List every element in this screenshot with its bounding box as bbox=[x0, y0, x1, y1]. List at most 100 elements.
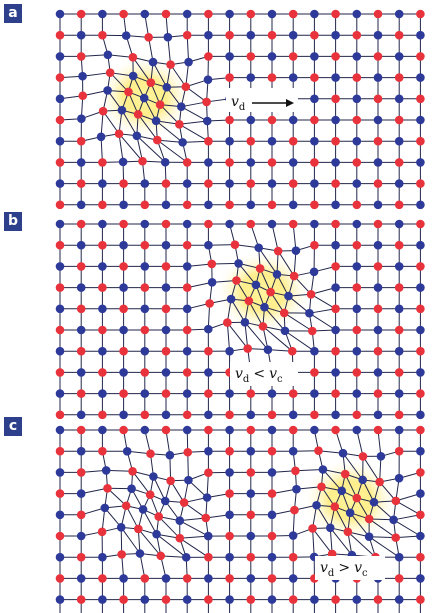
atom-red bbox=[331, 94, 340, 104]
atom-red bbox=[246, 136, 256, 146]
bond bbox=[156, 533, 187, 558]
atom-blue bbox=[225, 468, 234, 477]
atom-blue bbox=[55, 595, 65, 604]
atom-red bbox=[204, 389, 213, 398]
atom-blue bbox=[225, 510, 234, 520]
atom-blue bbox=[161, 368, 171, 377]
atom-red bbox=[246, 389, 256, 398]
atom-blue bbox=[119, 240, 128, 250]
velocity-label-b: vd<vc bbox=[235, 366, 283, 385]
atom-blue bbox=[184, 57, 193, 67]
atom-blue bbox=[267, 52, 277, 61]
bond bbox=[152, 61, 168, 88]
atom-blue bbox=[394, 595, 404, 604]
atom-blue bbox=[267, 219, 277, 229]
atom-blue bbox=[254, 243, 264, 253]
bond bbox=[312, 528, 333, 555]
atom-red bbox=[76, 52, 86, 61]
atom-blue bbox=[251, 280, 261, 290]
atom-blue bbox=[103, 50, 113, 60]
atom-blue bbox=[288, 574, 298, 583]
atom-blue bbox=[337, 486, 347, 496]
atom-blue bbox=[394, 94, 404, 104]
atom-red bbox=[55, 240, 65, 250]
bond bbox=[316, 504, 331, 529]
atom-blue bbox=[76, 531, 86, 541]
atom-red bbox=[98, 30, 107, 40]
atom-red bbox=[181, 82, 191, 92]
atom-blue bbox=[394, 262, 404, 271]
atom-blue bbox=[310, 52, 319, 61]
atom-red bbox=[331, 52, 340, 61]
atom-red bbox=[267, 200, 277, 210]
atom-blue bbox=[263, 345, 273, 354]
atom-blue bbox=[284, 291, 293, 301]
bond bbox=[277, 250, 295, 277]
atom-red bbox=[288, 595, 298, 604]
atom-blue bbox=[55, 219, 65, 229]
atom-blue bbox=[98, 425, 107, 435]
atom-red bbox=[146, 449, 155, 459]
atom-red bbox=[138, 156, 147, 166]
atom-red bbox=[161, 304, 171, 314]
atom-red bbox=[225, 200, 234, 210]
atom-red bbox=[204, 346, 213, 356]
atom-red bbox=[204, 179, 213, 188]
atom-blue bbox=[116, 523, 126, 532]
atom-blue bbox=[373, 30, 383, 40]
atom-blue bbox=[119, 410, 128, 420]
atom-red bbox=[267, 446, 277, 456]
atom-red bbox=[161, 9, 171, 19]
atom-blue bbox=[55, 304, 65, 314]
bond bbox=[329, 527, 353, 556]
atom-blue bbox=[202, 116, 212, 126]
atom-blue bbox=[267, 9, 277, 19]
atom-blue bbox=[394, 136, 404, 146]
atom-blue bbox=[140, 346, 150, 356]
atom-red bbox=[119, 425, 128, 435]
atom-red bbox=[416, 219, 425, 229]
atom-blue bbox=[352, 9, 362, 19]
atom-red bbox=[279, 308, 289, 318]
atom-blue bbox=[310, 179, 319, 188]
atom-red bbox=[244, 296, 254, 306]
atom-blue bbox=[310, 346, 319, 356]
atom-blue bbox=[291, 246, 301, 255]
atom-blue bbox=[55, 94, 65, 104]
atom-blue bbox=[76, 200, 86, 210]
atom-blue bbox=[76, 158, 86, 167]
atom-red bbox=[55, 531, 65, 541]
atom-blue bbox=[101, 466, 111, 475]
atom-blue bbox=[338, 448, 348, 458]
atom-red bbox=[119, 9, 128, 19]
atom-blue bbox=[345, 508, 355, 518]
atom-red bbox=[394, 325, 404, 335]
atom-red bbox=[152, 135, 162, 145]
atom-blue bbox=[394, 346, 404, 356]
atom-blue bbox=[140, 425, 150, 435]
bond bbox=[347, 531, 376, 558]
atom-blue bbox=[128, 71, 138, 81]
panel-label-b: b bbox=[4, 212, 22, 231]
atom-blue bbox=[225, 219, 234, 229]
atom-red bbox=[373, 219, 383, 229]
atom-blue bbox=[225, 9, 234, 19]
atom-red bbox=[140, 283, 150, 292]
atom-red bbox=[76, 425, 86, 435]
atom-blue bbox=[310, 425, 319, 435]
bond bbox=[369, 536, 396, 539]
bond bbox=[230, 298, 246, 323]
bond bbox=[109, 72, 129, 93]
panel-label-a: a bbox=[4, 4, 22, 23]
atom-blue bbox=[119, 325, 128, 335]
atom-red bbox=[352, 73, 362, 82]
atom-blue bbox=[394, 219, 404, 229]
atom-blue bbox=[225, 389, 234, 398]
atom-blue bbox=[416, 368, 425, 377]
atom-blue bbox=[176, 102, 186, 111]
atom-red bbox=[394, 446, 404, 456]
atom-blue bbox=[373, 115, 383, 125]
atom-blue bbox=[204, 410, 213, 420]
atom-blue bbox=[161, 574, 171, 583]
atom-blue bbox=[55, 510, 65, 520]
